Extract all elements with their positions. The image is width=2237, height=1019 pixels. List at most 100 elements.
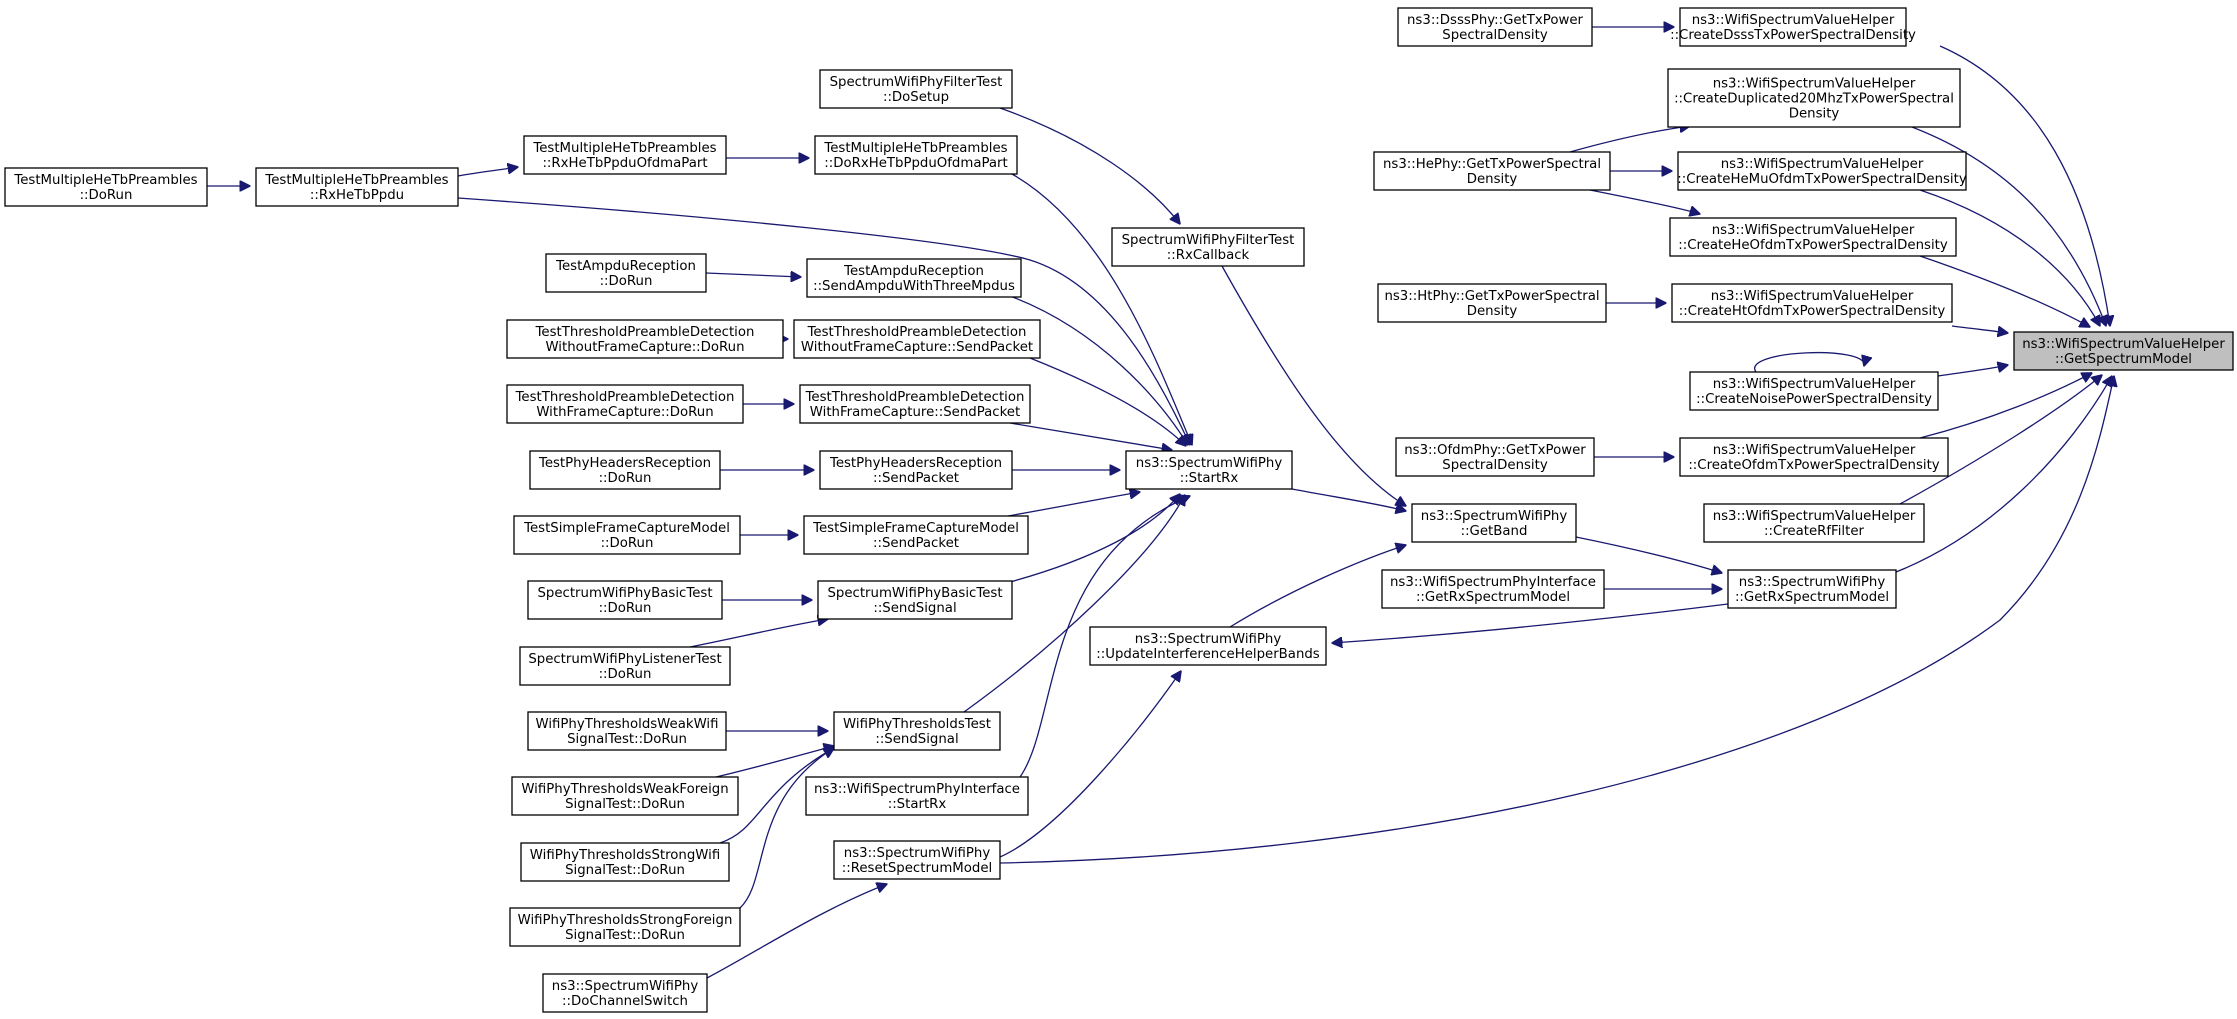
node-label-line: ::RxHeTbPpduOfdmaPart (542, 156, 707, 171)
node-label-line: TestThresholdPreambleDetection (807, 325, 1027, 340)
node-label-line: ::DoRun (599, 667, 652, 682)
node-listener-dorun[interactable]: SpectrumWifiPhyListenerTest::DoRun (519, 646, 731, 686)
node-label-line: ::CreateNoisePowerSpectralDensity (1696, 392, 1932, 407)
edge-getrxsm-to-target (1879, 376, 2112, 579)
node-rffilter[interactable]: ns3::WifiSpectrumValueHelper::CreateRfFi… (1703, 503, 1925, 543)
node-box (1703, 503, 1925, 543)
edge-updbands-to-getband (1229, 545, 1406, 628)
node-rxhetbofdma[interactable]: TestMultipleHeTbPreambles::RxHeTbPpduOfd… (523, 135, 727, 175)
edge-line (1951, 325, 2008, 333)
node-heofdm[interactable]: ns3::WifiSpectrumValueHelper::CreateHeOf… (1669, 217, 1957, 257)
node-dosetup[interactable]: SpectrumWifiPhyFilterTest::DoSetup (819, 69, 1013, 109)
node-thr-strongforeign[interactable]: WifiPhyThresholdsStrongForeignSignalTest… (509, 907, 741, 947)
node-label-line: ::ResetSpectrumModel (842, 861, 992, 876)
node-ampdu-dorun[interactable]: TestAmpduReception::DoRun (545, 253, 707, 293)
edge-hephy_get-to-dup20 (1569, 126, 1690, 153)
node-label-line: TestMultipleHeTbPreambles (823, 141, 1007, 156)
node-label-line: ::CreateOfdmTxPowerSpectralDensity (1688, 458, 1939, 473)
node-label-line: SpectralDensity (1442, 458, 1548, 473)
node-tpd-w-dorun[interactable]: TestThresholdPreambleDetectionWithFrameC… (506, 384, 744, 424)
node-box (1679, 437, 1949, 477)
node-tpd-w-send[interactable]: TestThresholdPreambleDetectionWithFrameC… (799, 384, 1031, 424)
node-htofdm[interactable]: ns3::WifiSpectrumValueHelper::CreateHtOf… (1671, 283, 1953, 323)
node-label-line: ::RxHeTbPpdu (310, 188, 404, 203)
node-dup20[interactable]: ns3::WifiSpectrumValueHelper::CreateDupl… (1667, 68, 1961, 128)
node-box (1677, 151, 1967, 191)
node-label-line: TestAmpduReception (843, 264, 984, 279)
node-phyhdr-send[interactable]: TestPhyHeadersReception::SendPacket (819, 450, 1013, 490)
edge-line (999, 376, 2114, 864)
node-startrx[interactable]: ns3::SpectrumWifiPhy::StartRx (1125, 450, 1293, 490)
node-ampdu-send[interactable]: TestAmpduReception::SendAmpduWithThreeMp… (806, 258, 1022, 298)
node-box (506, 319, 784, 359)
node-tpd-wo-send[interactable]: TestThresholdPreambleDetectionWithoutFra… (793, 319, 1041, 359)
node-label-line: WithFrameCapture::DoRun (536, 405, 713, 420)
node-label-line: ns3::SpectrumWifiPhy (1421, 509, 1568, 524)
node-tpd-wo-dorun[interactable]: TestThresholdPreambleDetectionWithoutFra… (506, 319, 784, 359)
edge-getrxsm-to-updbands (1332, 603, 1729, 643)
node-iface-getrx[interactable]: ns3::WifiSpectrumPhyInterface::GetRxSpec… (1381, 569, 1605, 609)
node-getrxsm[interactable]: ns3::SpectrumWifiPhy::GetRxSpectrumModel (1727, 569, 1897, 609)
node-box (817, 580, 1013, 620)
node-box (1111, 227, 1305, 267)
node-label-line: ::DoRun (80, 188, 133, 203)
node-label-line: ::DoRun (601, 536, 654, 551)
nodes-layer: ns3::WifiSpectrumValueHelper::GetSpectru… (4, 7, 2234, 1013)
node-rxcallback[interactable]: SpectrumWifiPhyFilterTest::RxCallback (1111, 227, 1305, 267)
node-label-line: ::SendSignal (873, 601, 956, 616)
edge-line (1009, 422, 1172, 450)
node-box (814, 135, 1018, 175)
node-target[interactable]: ns3::WifiSpectrumValueHelper::GetSpectru… (2013, 331, 2234, 371)
node-label-line: ::DoRun (600, 274, 653, 289)
node-box (819, 450, 1013, 490)
node-thr-weakwifi[interactable]: WifiPhyThresholdsWeakWifiSignalTest::DoR… (527, 711, 727, 751)
node-label-line: ns3::OfdmPhy::GetTxPower (1404, 443, 1586, 458)
edge-dorxhetb-to-startrx (1011, 173, 1192, 445)
node-basic-dorun[interactable]: SpectrumWifiPhyBasicTest::DoRun (527, 580, 723, 620)
node-updbands[interactable]: ns3::SpectrumWifiPhy::UpdateInterference… (1089, 626, 1327, 666)
node-label-line: TestMultipleHeTbPreambles (532, 141, 716, 156)
node-hemu[interactable]: ns3::WifiSpectrumValueHelper::CreateHeMu… (1677, 151, 1967, 191)
node-getband[interactable]: ns3::SpectrumWifiPhy::GetBand (1411, 503, 1577, 543)
node-sfc-dorun[interactable]: TestSimpleFrameCaptureModel::DoRun (513, 515, 741, 555)
node-thr-send[interactable]: WifiPhyThresholdsTest::SendSignal (833, 711, 1001, 751)
node-label-line: ::GetSpectrumModel (2055, 352, 2192, 367)
edge-startrx-to-getband (1291, 488, 1406, 511)
edge-ofdm-to-target (1919, 373, 2092, 439)
edge-tpd_w_send-to-startrx (1009, 422, 1172, 450)
node-dorxhetb[interactable]: TestMultipleHeTbPreambles::DoRxHeTbPpduO… (814, 135, 1018, 175)
node-label-line: SignalTest::DoRun (565, 928, 685, 943)
node-rxhetb[interactable]: TestMultipleHeTbPreambles::RxHeTbPpdu (255, 167, 459, 207)
node-iface-startrx[interactable]: ns3::WifiSpectrumPhyInterface::StartRx (805, 776, 1029, 816)
edge-line (1754, 351, 1865, 373)
node-mhetb-dorun[interactable]: TestMultipleHeTbPreambles::DoRun (4, 167, 208, 207)
edge-line (1879, 376, 2112, 579)
edge-resetsm-to-updbands (999, 671, 1181, 858)
node-thr-strongwifi[interactable]: WifiPhyThresholdsStrongWifiSignalTest::D… (520, 842, 730, 882)
node-label-line: ns3::WifiSpectrumValueHelper (1712, 223, 1915, 238)
node-label-line: ns3::WifiSpectrumValueHelper (1692, 13, 1895, 28)
node-box (1125, 450, 1293, 490)
edge-dosetup-to-rxcallback (999, 107, 1180, 224)
node-sfc-send[interactable]: TestSimpleFrameCaptureModel::SendPacket (803, 515, 1029, 555)
node-dsss-create[interactable]: ns3::WifiSpectrumValueHelper::CreateDsss… (1670, 7, 1916, 47)
node-ofdm[interactable]: ns3::WifiSpectrumValueHelper::CreateOfdm… (1679, 437, 1949, 477)
node-resetsm[interactable]: ns3::SpectrumWifiPhy::ResetSpectrumModel (833, 840, 1001, 880)
node-label-line: ::CreateDuplicated20MhzTxPowerSpectral (1674, 92, 1954, 107)
node-phyhdr-dorun[interactable]: TestPhyHeadersReception::DoRun (529, 450, 721, 490)
node-label-line: SpectrumWifiPhyBasicTest (537, 586, 712, 601)
node-noise[interactable]: ns3::WifiSpectrumValueHelper::CreateNois… (1689, 371, 1939, 411)
node-box (527, 711, 727, 751)
edge-line (1332, 603, 1729, 643)
node-thr-weakforeign[interactable]: WifiPhyThresholdsWeakForeignSignalTest::… (511, 776, 739, 816)
node-label-line: ::GetBand (1461, 524, 1528, 539)
node-basic-send[interactable]: SpectrumWifiPhyBasicTest::SendSignal (817, 580, 1013, 620)
node-chswitch[interactable]: ns3::SpectrumWifiPhy::DoChannelSwitch (542, 973, 708, 1013)
node-box (805, 776, 1029, 816)
edge-line (719, 748, 834, 844)
edge-line (1009, 295, 1188, 445)
